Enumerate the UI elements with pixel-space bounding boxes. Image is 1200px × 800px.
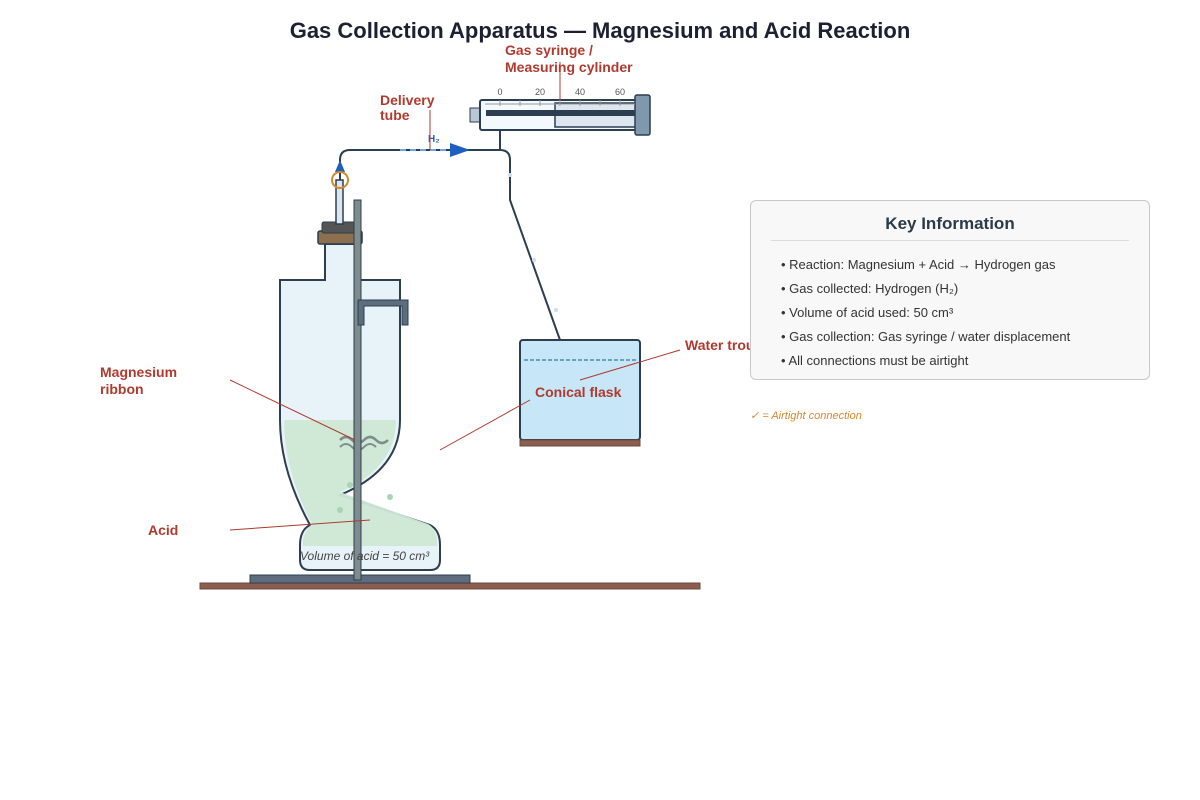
syringe-scale-20: 20 — [535, 87, 545, 97]
airtight-marker — [331, 171, 349, 189]
label-water-trough: Water trough — [685, 337, 772, 353]
gas-bubble — [554, 308, 558, 312]
gas-bubble — [337, 507, 343, 513]
gas-bubble — [508, 173, 512, 177]
label-measuring-cylinder: Measuring cylinder — [505, 59, 633, 75]
gas-bubble — [532, 258, 536, 262]
key-item-airtight: • All connections must be airtight — [781, 353, 969, 368]
leader-water-trough — [579, 349, 681, 381]
stand-clamp — [357, 299, 409, 326]
syringe-scale-40: 40 — [575, 87, 585, 97]
gas-flow-arrow — [450, 143, 470, 157]
leader-magnesium — [229, 379, 356, 441]
label-gas-syringe: Gas syringe / — [505, 42, 593, 58]
key-item-acid-volume: • Volume of acid used: 50 cm³ — [781, 305, 954, 320]
label-magnesium: Magnesium — [100, 364, 177, 380]
stand-rod — [353, 199, 362, 581]
acid-liquid — [284, 420, 437, 546]
acid-volume-label: Volume of acid = 50 cm³ — [300, 549, 430, 563]
airtight-note: ✓ = Airtight connection — [750, 410, 862, 422]
trough-base — [519, 439, 641, 447]
key-information-divider — [771, 240, 1129, 241]
syringe-scale-60: 60 — [615, 87, 625, 97]
syringe-handle — [634, 94, 651, 136]
key-information-title: Key Information — [885, 214, 1015, 233]
bench — [199, 582, 701, 590]
key-information-list: • Reaction: Magnesium + Acid → Hydrogen … — [781, 257, 1070, 377]
magnesium-ribbon — [339, 435, 389, 445]
label-delivery: Delivery — [380, 92, 435, 108]
key-information-panel: Key Information • Reaction: Magnesium + … — [750, 200, 1150, 380]
label-ribbon: ribbon — [100, 381, 144, 397]
key-item-reaction: • Reaction: Magnesium + Acid → Hydrogen … — [781, 257, 1056, 272]
label-tube: tube — [380, 107, 410, 123]
leader-acid — [229, 519, 371, 531]
gas-bubble — [347, 482, 353, 488]
label-conical-flask: Conical flask — [535, 384, 622, 400]
gas-bubble — [387, 494, 393, 500]
syringe-plunger-rod — [486, 110, 641, 116]
gas-symbol: H₂ — [428, 134, 440, 145]
key-item-gas-collection: • Gas collection: Gas syringe / water di… — [781, 329, 1071, 344]
page-title: Gas Collection Apparatus — Magnesium and… — [289, 18, 911, 43]
label-acid: Acid — [148, 522, 178, 538]
syringe-scale-0: 0 — [497, 87, 502, 97]
key-item-gas-collected: • Gas collected: Hydrogen (H₂) — [781, 281, 959, 296]
gas-flow-arrow-up — [335, 160, 345, 172]
leader-conical-flask — [439, 399, 531, 451]
